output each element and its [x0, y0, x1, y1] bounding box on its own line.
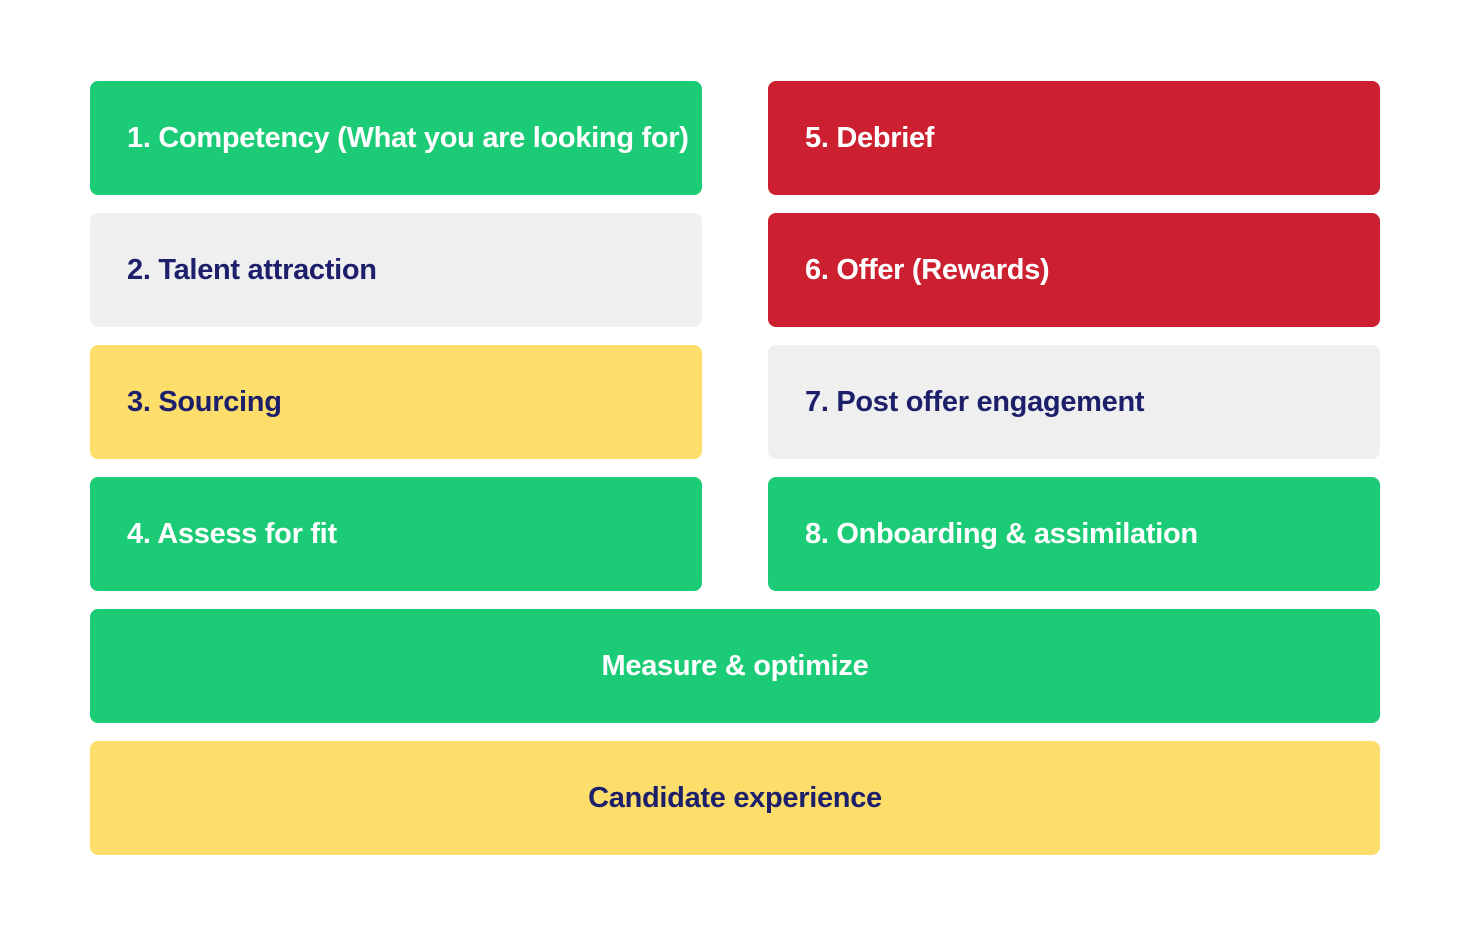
- stage-7-label: 7. Post offer engagement: [805, 385, 1145, 418]
- candidate-experience-band: Candidate experience: [90, 741, 1380, 855]
- stage-2-talent-attraction: 2. Talent attraction: [90, 213, 702, 327]
- stage-5-debrief: 5. Debrief: [768, 81, 1380, 195]
- stage-7-post-offer-engagement: 7. Post offer engagement: [768, 345, 1380, 459]
- stage-6-label: 6. Offer (Rewards): [805, 253, 1050, 286]
- measure-optimize-label: Measure & optimize: [601, 649, 869, 682]
- stage-8-label: 8. Onboarding & assimilation: [805, 517, 1198, 550]
- stage-4-label: 4. Assess for fit: [127, 517, 337, 550]
- stage-8-onboarding: 8. Onboarding & assimilation: [768, 477, 1380, 591]
- stage-4-assess-for-fit: 4. Assess for fit: [90, 477, 702, 591]
- stage-6-offer: 6. Offer (Rewards): [768, 213, 1380, 327]
- stage-1-competency: 1. Competency (What you are looking for): [90, 81, 702, 195]
- stage-3-label: 3. Sourcing: [127, 385, 282, 418]
- stage-3-sourcing: 3. Sourcing: [90, 345, 702, 459]
- measure-optimize-band: Measure & optimize: [90, 609, 1380, 723]
- stage-5-label: 5. Debrief: [805, 121, 935, 154]
- stage-1-label: 1. Competency (What you are looking for): [127, 121, 689, 154]
- candidate-experience-label: Candidate experience: [588, 781, 882, 814]
- stage-2-label: 2. Talent attraction: [127, 253, 377, 286]
